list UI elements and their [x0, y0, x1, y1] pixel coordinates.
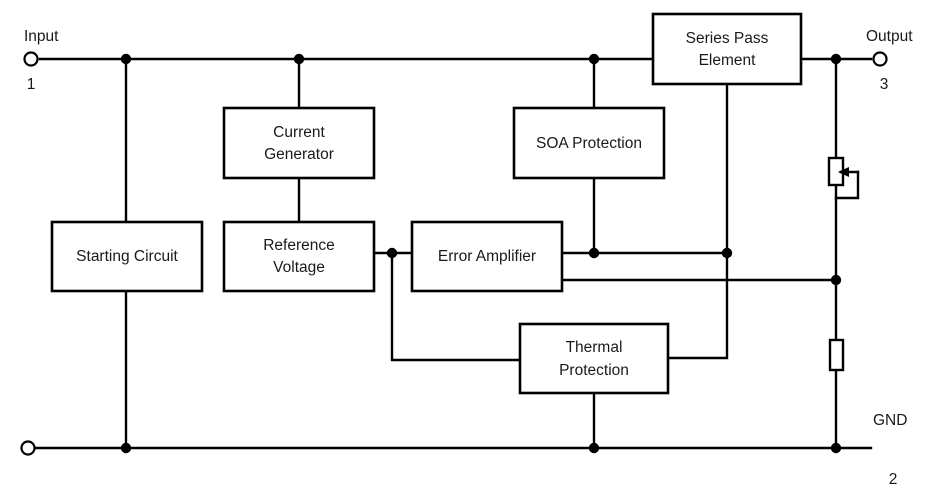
junction-gnd-starting: [120, 442, 132, 454]
current-generator-box[interactable]: [222, 106, 376, 180]
junction-series-pass-drive: [721, 247, 733, 259]
output-pin-number: 3: [880, 76, 889, 93]
junction-output-node: [830, 53, 842, 65]
soa-protection-label: SOA Protection: [536, 135, 642, 152]
input-pin-number: 1: [27, 76, 36, 93]
error-amplifier-label: Error Amplifier: [438, 248, 536, 265]
thermal-protection-label-line2: Protection: [559, 362, 629, 379]
feedback-potentiometer: [827, 156, 860, 200]
junction-dots-layer: [120, 53, 842, 454]
wire-series-pass-to-thermal-protection: [666, 82, 729, 360]
soa-protection-box[interactable]: [512, 106, 666, 180]
error-amplifier-box[interactable]: [410, 220, 564, 293]
input-terminal-label: Input: [24, 28, 59, 45]
thermal-protection-box[interactable]: [518, 322, 670, 395]
junction-gnd-thermal: [588, 442, 600, 454]
wire-reference-voltage-to-thermal-protection: [390, 251, 522, 362]
reference-voltage-label-line1: Reference: [263, 237, 335, 254]
junction-input-soa: [588, 53, 600, 65]
output-terminal-label: Output: [866, 28, 913, 45]
lower-divider-resistor: [828, 338, 845, 372]
terminal-output-circle[interactable]: [872, 51, 888, 67]
starting-circuit-box[interactable]: [50, 220, 204, 293]
junction-input-current-gen: [293, 53, 305, 65]
block-error-amplifier[interactable]: Error Amplifier: [410, 220, 564, 293]
potentiometer-wiper-return: [834, 170, 860, 200]
terminal-gnd-circle[interactable]: [20, 440, 36, 456]
gnd-pin-number: 2: [889, 471, 898, 488]
block-reference-voltage[interactable]: Reference Voltage: [222, 220, 376, 293]
series-pass-element-box[interactable]: [651, 12, 803, 86]
junction-feedback-node: [830, 274, 842, 286]
block-series-pass-element[interactable]: Series Pass Element: [651, 12, 803, 86]
current-generator-label-line2: Generator: [264, 146, 334, 163]
potentiometer-wiper-arrowhead: [838, 167, 849, 177]
starting-circuit-label: Starting Circuit: [76, 248, 178, 265]
block-current-generator[interactable]: Current Generator: [222, 106, 376, 180]
series-pass-element-label-line2: Element: [699, 52, 757, 69]
junction-soa-error-amp: [588, 247, 600, 259]
junction-reference-voltage-out: [386, 247, 398, 259]
junction-input-starting: [120, 53, 132, 65]
terminal-input-circle[interactable]: [23, 51, 39, 67]
series-pass-element-label-line1: Series Pass: [686, 30, 769, 47]
thermal-protection-label-line1: Thermal: [566, 339, 623, 356]
current-generator-label-line1: Current: [273, 124, 325, 141]
block-starting-circuit[interactable]: Starting Circuit: [50, 220, 204, 293]
junction-gnd-divider: [830, 442, 842, 454]
reference-voltage-box[interactable]: [222, 220, 376, 293]
gnd-terminal-label: GND: [873, 412, 907, 429]
block-thermal-protection[interactable]: Thermal Protection: [518, 322, 670, 395]
block-soa-protection[interactable]: SOA Protection: [512, 106, 666, 180]
reference-voltage-label-line2: Voltage: [273, 259, 325, 276]
resistor-body: [828, 338, 845, 372]
